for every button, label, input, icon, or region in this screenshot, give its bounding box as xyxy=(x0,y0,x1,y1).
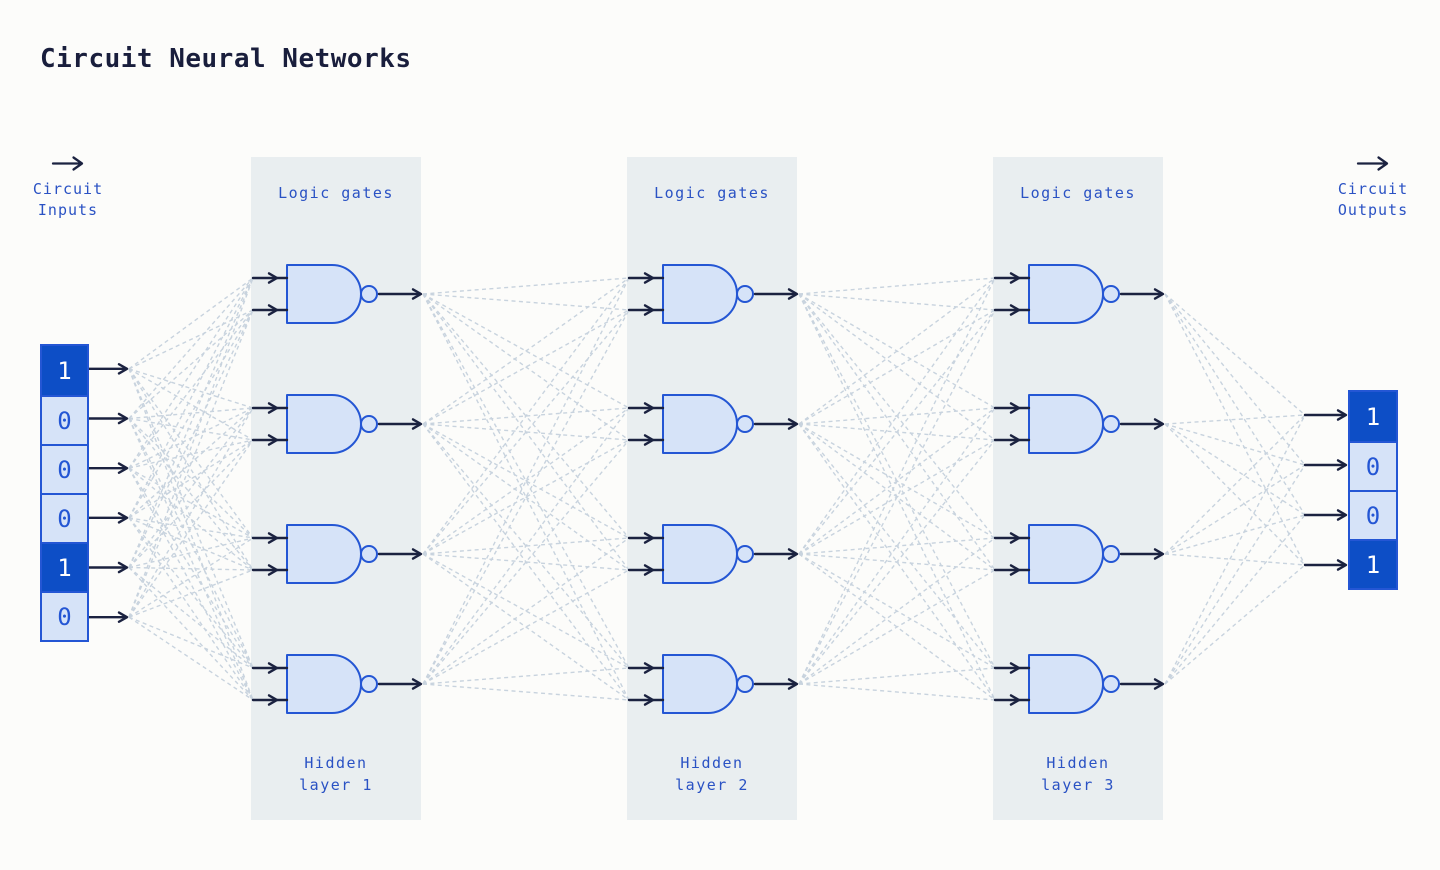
input-bit-cell: 1 xyxy=(42,542,87,591)
input-bit-cell: 0 xyxy=(42,444,87,493)
output-bit-cell: 1 xyxy=(1350,392,1396,441)
circuit-inputs-label: Circuit Inputs xyxy=(8,155,128,221)
nand-gate-icon xyxy=(1028,524,1120,584)
output-bit-cell: 0 xyxy=(1350,441,1396,490)
nand-gate-icon xyxy=(1028,394,1120,454)
output-bit-cell: 0 xyxy=(1350,490,1396,539)
circuit-inputs-label-line2: Inputs xyxy=(37,201,99,219)
input-bit-cell: 1 xyxy=(42,346,87,395)
input-bit-cell: 0 xyxy=(42,395,87,444)
logic-gates-label: Logic gates xyxy=(1020,184,1136,202)
nand-gate-icon xyxy=(1028,654,1120,714)
nand-gate-icon xyxy=(662,394,754,454)
nand-gate-icon xyxy=(662,524,754,584)
nand-gate-icon xyxy=(662,654,754,714)
page-title: Circuit Neural Networks xyxy=(40,44,412,74)
nand-gate-icon xyxy=(286,524,378,584)
right-arrow-icon xyxy=(51,156,84,171)
input-bit-cell: 0 xyxy=(42,591,87,640)
nand-gate-icon xyxy=(286,264,378,324)
logic-gates-label: Logic gates xyxy=(278,184,394,202)
nand-gate-icon xyxy=(1028,264,1120,324)
circuit-outputs-label: Circuit Outputs xyxy=(1313,155,1433,221)
logic-gates-label: Logic gates xyxy=(654,184,770,202)
output-bit-cell: 1 xyxy=(1350,539,1396,588)
right-arrow-icon xyxy=(1356,156,1389,171)
nand-gate-icon xyxy=(286,654,378,714)
circuit-outputs-label-line1: Circuit xyxy=(1337,180,1409,198)
nand-gate-icon xyxy=(662,264,754,324)
circuit-inputs-label-line1: Circuit xyxy=(32,180,104,198)
nand-gate-icon xyxy=(286,394,378,454)
circuit-outputs-label-line2: Outputs xyxy=(1337,201,1409,219)
input-bit-cell: 0 xyxy=(42,493,87,542)
